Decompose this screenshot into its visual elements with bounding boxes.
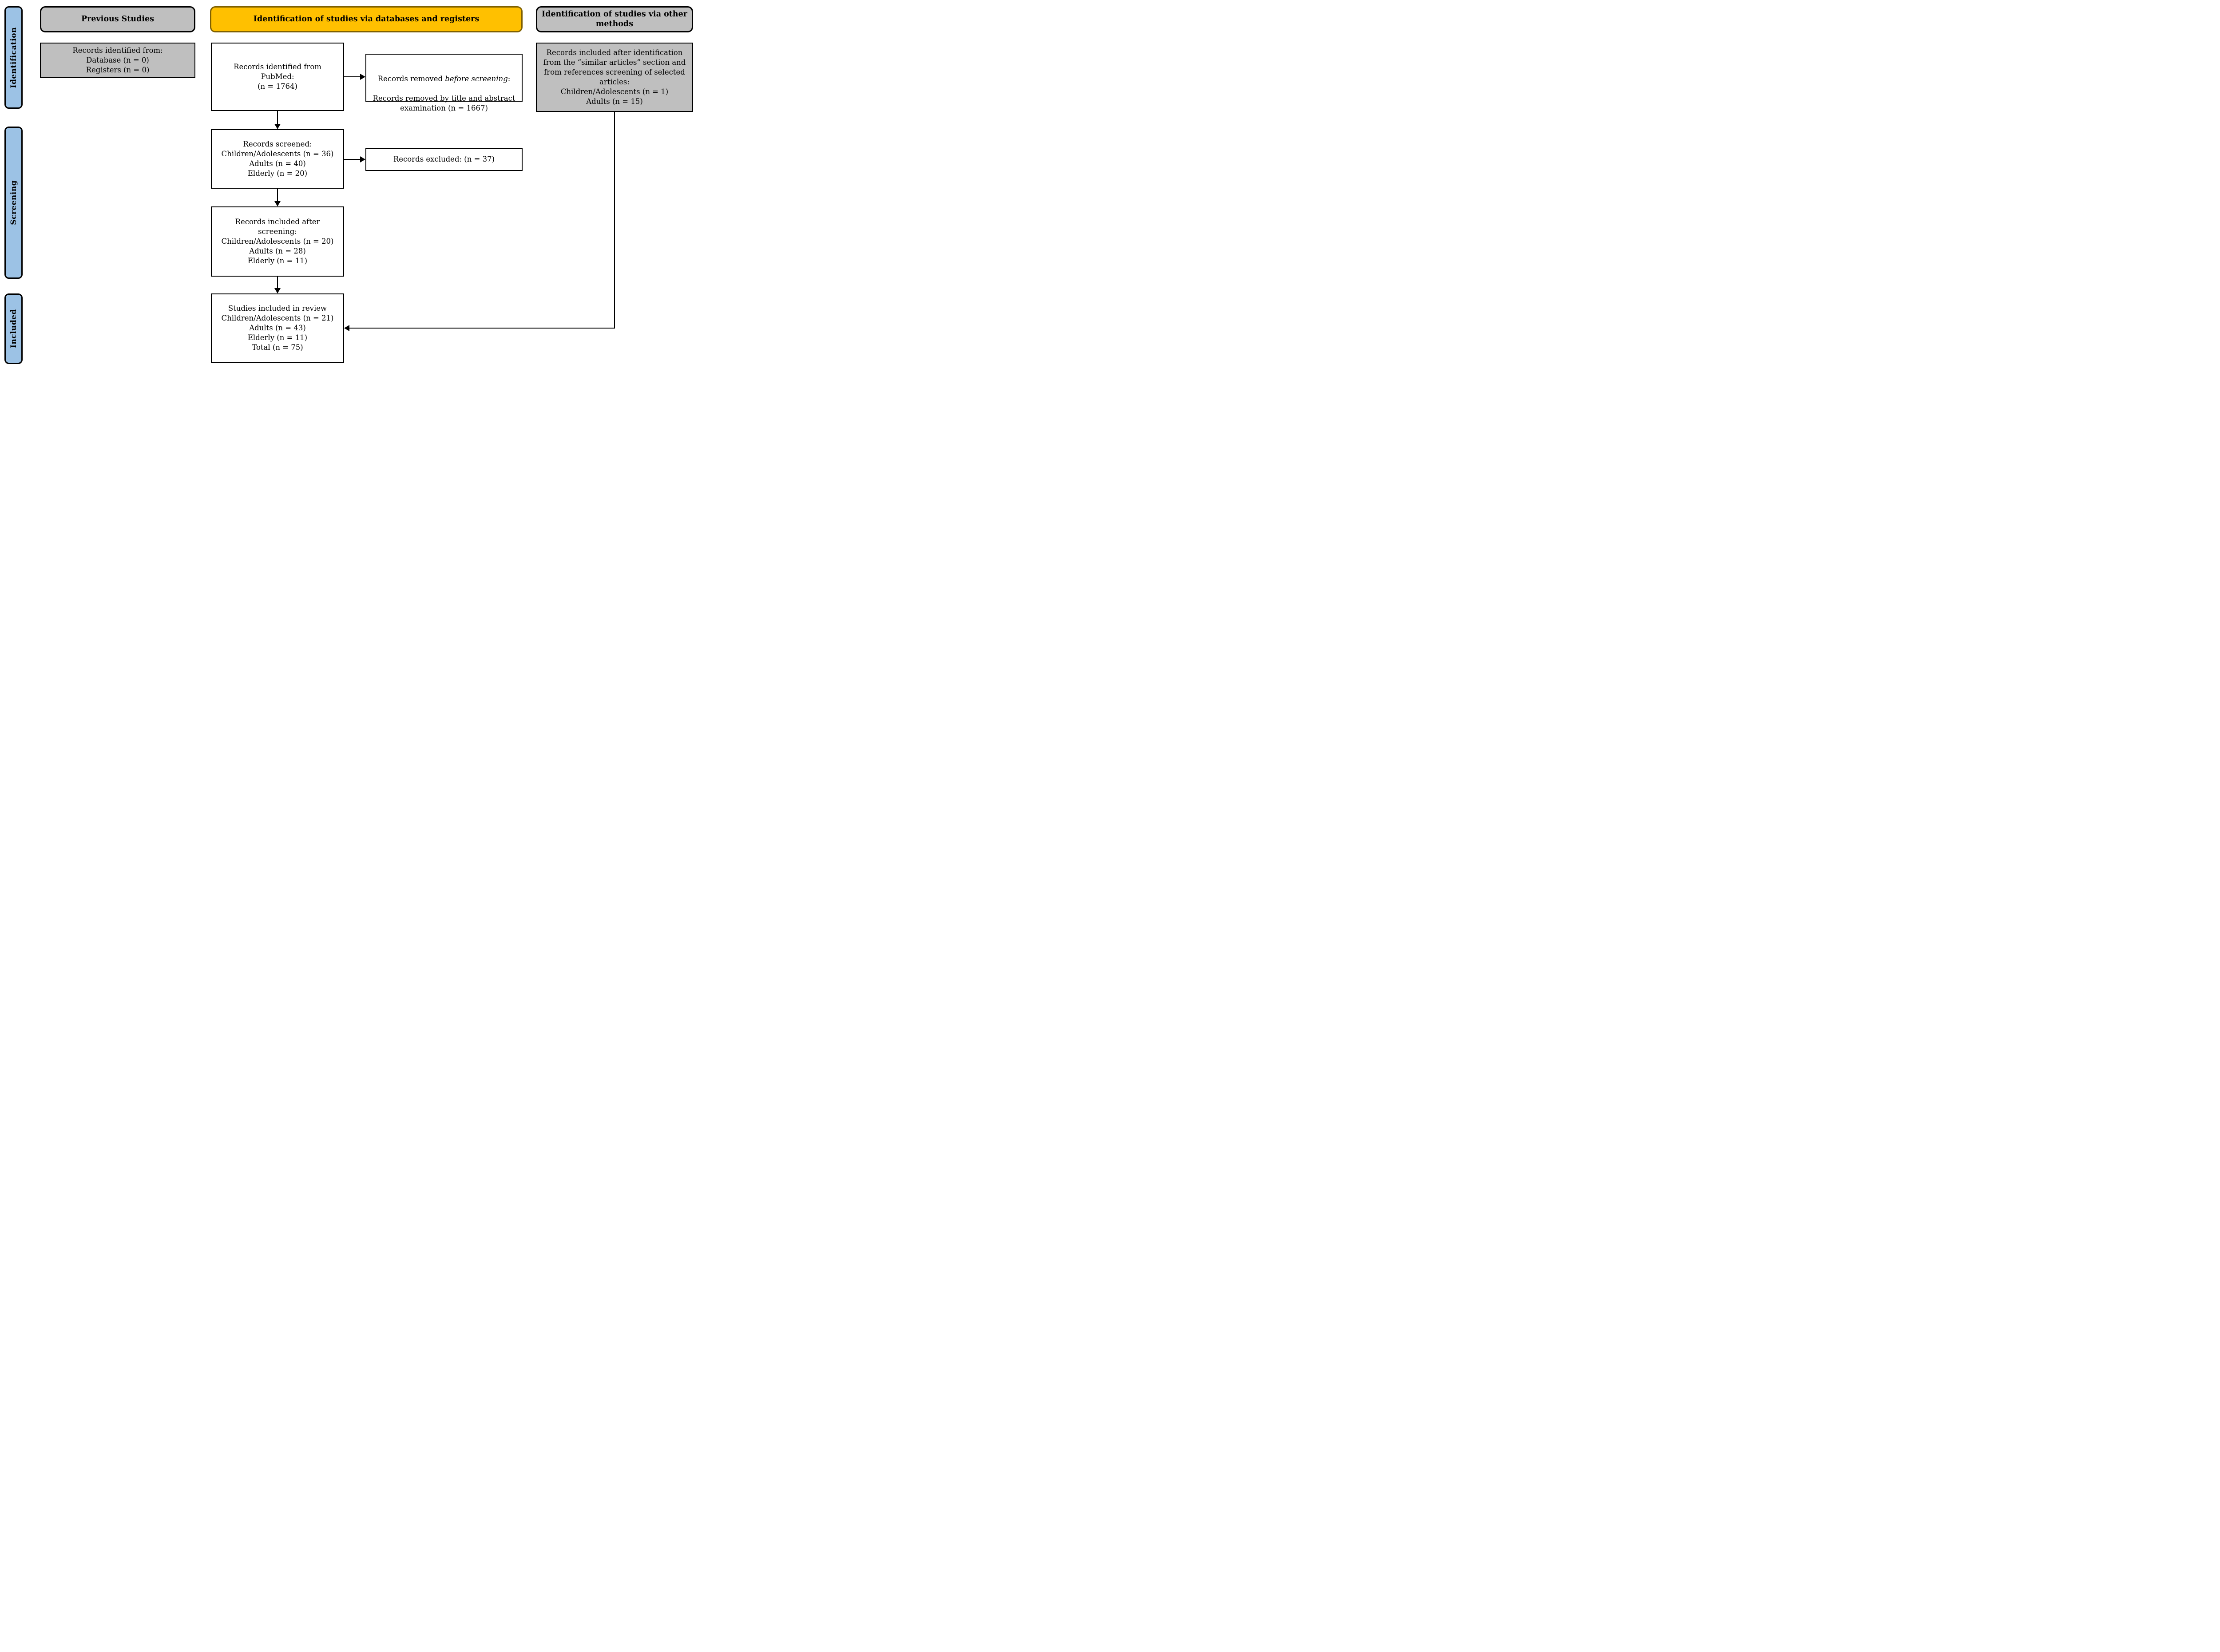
box-records-removed-line2: Records removed by title and abstract ex… xyxy=(373,94,515,112)
box-records-removed: Records removed before screening: Record… xyxy=(365,54,523,112)
header-previous-studies: Previous Studies xyxy=(40,6,195,32)
records-removed-italic: before screening xyxy=(445,74,508,83)
phase-label-screening: Screening xyxy=(4,127,23,279)
connector-pubmed-to-removed-line xyxy=(344,76,361,78)
box-records-removed-line1: Records removed before screening: xyxy=(377,74,511,83)
phase-label-included: Included xyxy=(4,293,23,364)
header-other-methods: Identification of studies via other meth… xyxy=(536,6,693,32)
prisma-flow-diagram: Identification Screening Included Previo… xyxy=(0,0,697,367)
box-included-after-screening: Records included after screening: Childr… xyxy=(211,206,344,277)
box-studies-included-review: Studies included in review Children/Adol… xyxy=(211,293,344,363)
connector-included-to-studies-line xyxy=(277,277,278,289)
phase-label-identification: Identification xyxy=(4,6,23,109)
box-other-methods-included: Records included after identification fr… xyxy=(536,43,693,112)
arrowhead-screened-to-included xyxy=(274,201,281,206)
connector-other-methods-vertical-line xyxy=(614,112,615,329)
connector-pubmed-to-screened-line xyxy=(277,111,278,124)
connector-screened-to-excluded-line xyxy=(344,158,361,160)
connector-screened-to-included-line xyxy=(277,189,278,202)
box-records-identified-pubmed: Records identified from PubMed: (n = 176… xyxy=(211,43,344,111)
arrowhead-other-methods-to-studies xyxy=(344,325,349,331)
connector-other-methods-horizontal-line xyxy=(349,327,615,329)
phase-label-included-text: Included xyxy=(9,309,18,349)
box-previous-records: Records identified from: Database (n = 0… xyxy=(40,43,195,78)
phase-label-identification-text: Identification xyxy=(9,27,18,88)
box-records-excluded: Records excluded: (n = 37) xyxy=(365,148,523,171)
header-databases-registers: Identification of studies via databases … xyxy=(210,6,523,32)
arrowhead-screened-to-excluded xyxy=(360,156,365,162)
arrowhead-pubmed-to-screened xyxy=(274,124,281,129)
box-records-screened: Records screened: Children/Adolescents (… xyxy=(211,129,344,189)
arrowhead-pubmed-to-removed xyxy=(360,74,365,80)
arrowhead-included-to-studies xyxy=(274,288,281,293)
phase-label-screening-text: Screening xyxy=(9,180,18,225)
